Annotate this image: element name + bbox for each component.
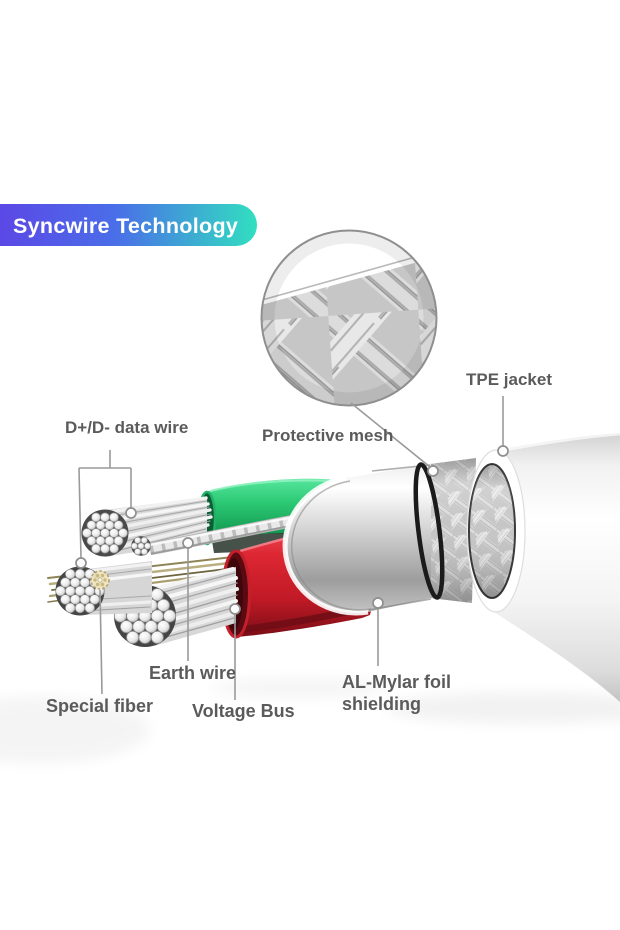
special-fiber-face — [90, 570, 110, 590]
label-earth-wire: Earth wire — [149, 663, 236, 683]
label-al-mylar-line2: shielding — [342, 694, 421, 714]
label-data-wire: D+/D- data wire — [65, 418, 188, 437]
label-special-fiber: Special fiber — [46, 696, 153, 716]
brand-banner: Syncwire Technology — [0, 204, 257, 246]
cable-illustration — [47, 432, 620, 702]
marker-tpe-jacket — [497, 445, 509, 457]
banner-title: Syncwire Technology — [13, 214, 238, 238]
mesh-magnifier — [260, 229, 438, 407]
marker-earth-wire — [182, 537, 194, 549]
callout-lines — [78, 396, 504, 700]
mesh-magnifier-leader — [350, 402, 431, 468]
marker-data-wire-left — [75, 557, 87, 569]
tpe-jacket-layer — [494, 432, 620, 702]
label-tpe-jacket: TPE jacket — [466, 370, 552, 389]
labels: D+/D- data wire Protective mesh TPE jack… — [46, 370, 552, 721]
marker-al-mylar — [372, 597, 384, 609]
al-mylar-foil-layer — [282, 464, 432, 616]
marker-voltage-bus — [229, 603, 241, 615]
data-wire-bracket — [78, 450, 132, 559]
jacket-face — [466, 449, 526, 613]
marker-protective-mesh — [427, 465, 439, 477]
marker-data-wire-green — [125, 507, 137, 519]
label-al-mylar-line1: AL-Mylar foil — [342, 672, 451, 692]
foil-mesh-ring — [413, 462, 445, 600]
left-data-bundle — [55, 561, 153, 616]
special-fiber-leader — [99, 589, 103, 695]
label-voltage-bus: Voltage Bus — [192, 701, 295, 721]
callout-markers — [75, 445, 509, 615]
soft-shadows — [0, 678, 620, 764]
label-protective-mesh: Protective mesh — [262, 426, 393, 445]
